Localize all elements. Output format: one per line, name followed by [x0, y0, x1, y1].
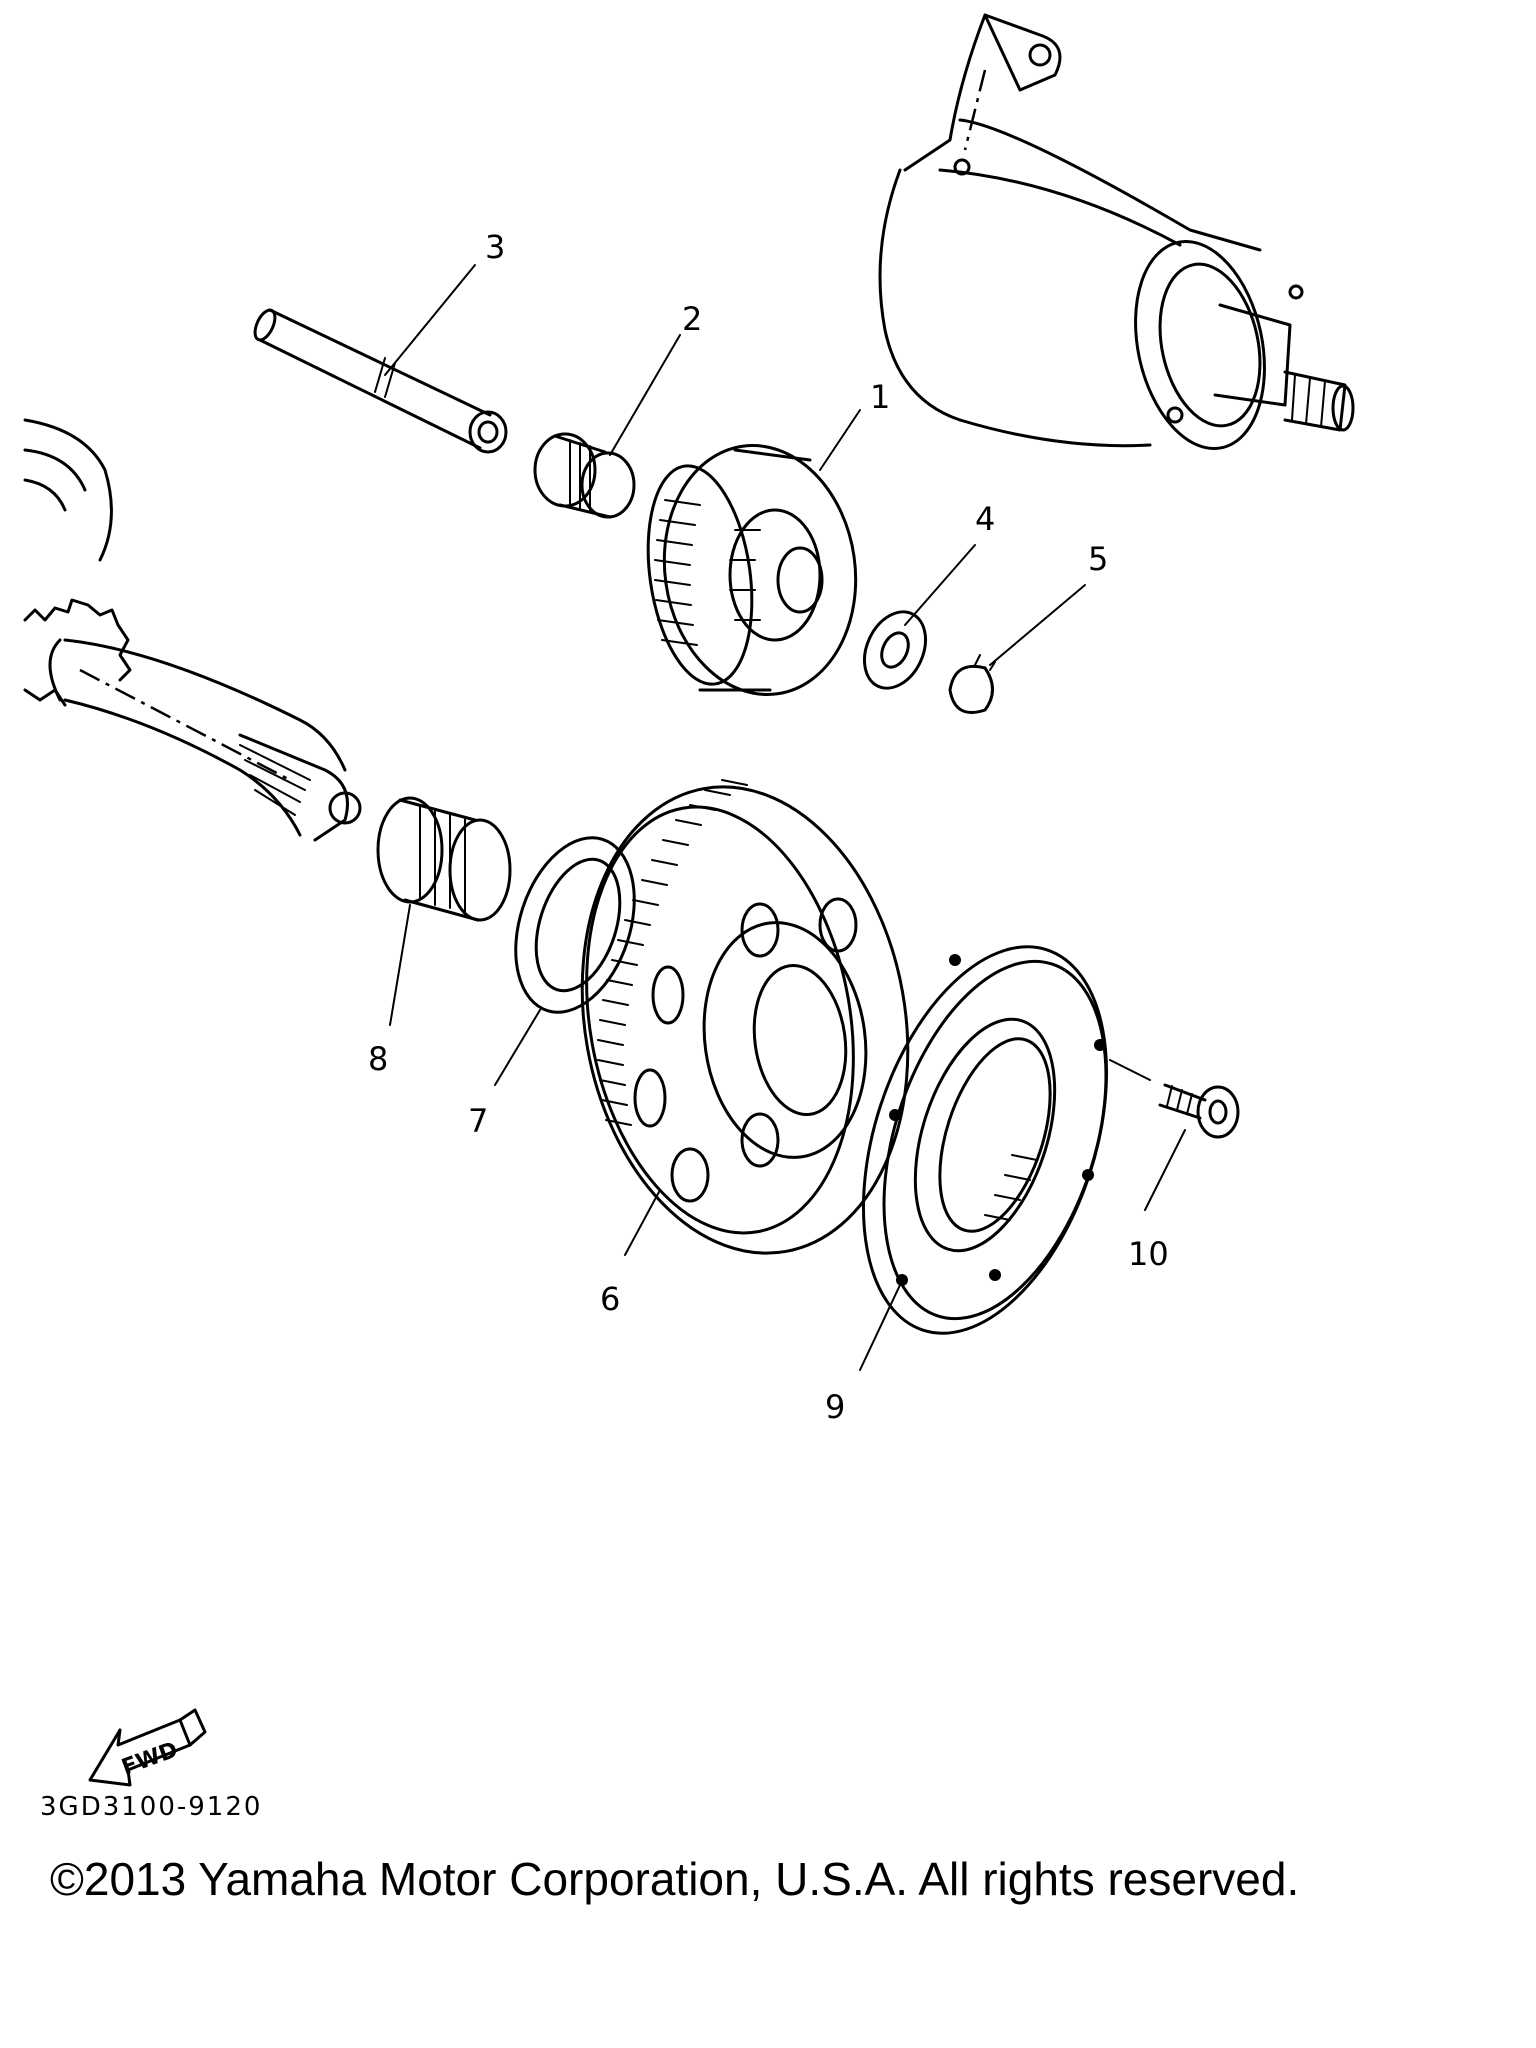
crankshaft — [23, 418, 362, 842]
part-10-bolt — [1158, 1083, 1240, 1139]
callout-5: 5 — [1088, 540, 1108, 578]
part-1-idler-gear — [646, 444, 858, 696]
copyright-notice: ©2013 Yamaha Motor Corporation, U.S.A. A… — [50, 1853, 1300, 1905]
callout-9: 9 — [825, 1388, 845, 1426]
part-8-bearing — [376, 796, 512, 922]
part-4-washer — [863, 610, 927, 690]
callout-1: 1 — [870, 378, 890, 416]
fwd-direction-arrow: FWD — [88, 1708, 207, 1787]
callout-labels: 3 2 1 4 5 8 7 6 9 10 — [368, 228, 1169, 1426]
callout-2: 2 — [682, 300, 702, 338]
callout-10: 10 — [1128, 1235, 1169, 1273]
leader-lines — [384, 264, 1186, 1371]
part-3-shaft — [253, 308, 508, 454]
callout-6: 6 — [600, 1280, 620, 1318]
part-7-washer — [514, 836, 636, 1014]
callout-7: 7 — [468, 1102, 488, 1140]
callout-8: 8 — [368, 1040, 388, 1078]
callout-3: 3 — [485, 228, 505, 266]
figure-code: 3GD3100-9120 — [40, 1792, 263, 1822]
part-6-starter-wheel-gear — [580, 779, 910, 1255]
fwd-label: FWD — [119, 1737, 182, 1780]
callout-4: 4 — [975, 500, 995, 538]
part-2-needle-bearing — [533, 432, 636, 519]
part-9-one-way-clutch — [861, 945, 1109, 1335]
part-5-circlip — [948, 654, 996, 714]
starter-motor — [878, 13, 1355, 451]
